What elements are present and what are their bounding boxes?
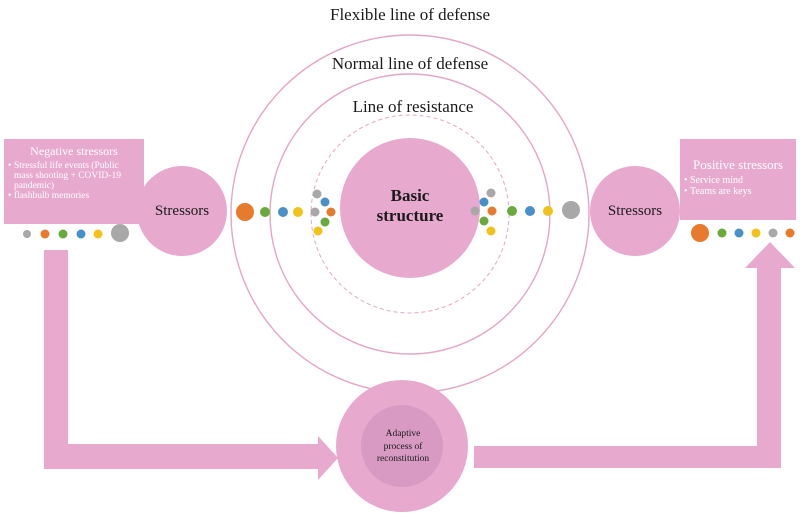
dot-orange-large [236, 203, 254, 221]
dot-orange [785, 228, 795, 238]
dot-blue [479, 197, 489, 207]
stressors-left-circle [137, 166, 227, 256]
dot-green [58, 229, 68, 239]
dot-yellow [543, 206, 553, 216]
stressors-right-circle [590, 166, 680, 256]
dot-yellow [93, 229, 103, 239]
dot-gray-large [562, 201, 580, 219]
dot-gray [768, 228, 778, 238]
stressors-right-label: Stressors [607, 202, 663, 219]
stressors-left-label: Stressors [154, 202, 210, 219]
dot-orange [487, 206, 497, 216]
dot-blue [320, 197, 330, 207]
dot-blue [278, 207, 288, 217]
resistance-line-label: Line of resistance [352, 97, 474, 116]
negative-stressors-list: Stressful life events (Public mass shoot… [8, 161, 140, 202]
list-item: flashbulb memories [8, 191, 140, 202]
negative-stressors-box: Negative stressors Stressful life events… [4, 139, 144, 224]
adaptive-inner-circle [361, 405, 443, 487]
dot-green [717, 228, 727, 238]
positive-stressors-box: Positive stressors Service mind Teams ar… [680, 139, 796, 220]
dot-gray [312, 189, 322, 199]
dot-orange-large [691, 224, 709, 242]
dot-gray [470, 206, 480, 216]
dot-gray [486, 188, 496, 198]
right-flow-arrow [474, 242, 795, 468]
dot-gray [23, 230, 31, 238]
list-item: Stressful life events (Public mass shoot… [8, 161, 140, 192]
dot-blue [76, 229, 86, 239]
positive-stressors-title: Positive stressors [693, 157, 783, 172]
list-item: Teams are keys [684, 186, 792, 198]
dot-gray [310, 207, 320, 217]
normal-line-label: Normal line of defense [331, 54, 489, 73]
dot-blue [525, 206, 535, 216]
dot-yellow [751, 228, 761, 238]
adaptive-process-label: Adaptive process of reconstitution [376, 429, 430, 465]
dot-green [260, 207, 270, 217]
negative-stressors-title: Negative stressors [30, 144, 118, 158]
dot-green [479, 216, 489, 226]
dot-blue [734, 228, 744, 238]
stressor-dots [23, 188, 795, 242]
dot-yellow [293, 207, 303, 217]
dot-gray-large [111, 224, 129, 242]
flexible-line-label: Flexible line of defense [329, 5, 491, 24]
dot-orange [326, 207, 336, 217]
dot-green [507, 206, 517, 216]
list-item: Service mind [684, 175, 792, 187]
dot-yellow [486, 226, 496, 236]
dot-green [320, 217, 330, 227]
dot-yellow [313, 226, 323, 236]
dot-orange [40, 229, 50, 239]
basic-structure-label: Basic structure [376, 185, 444, 225]
basic-structure-circle [340, 138, 480, 278]
positive-stressors-list: Service mind Teams are keys [684, 175, 792, 198]
left-flow-arrow [44, 250, 338, 480]
